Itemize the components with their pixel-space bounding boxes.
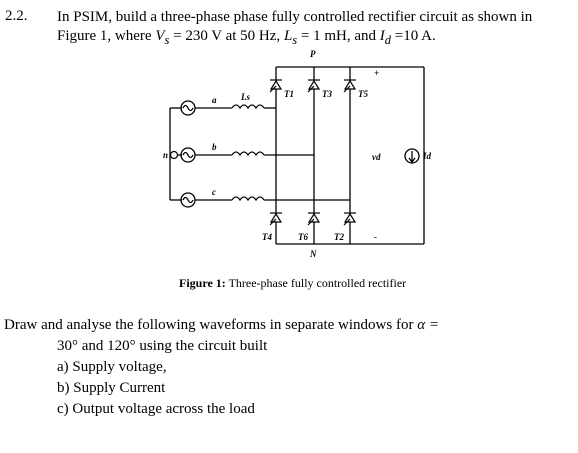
task-block: Draw and analyse the following waveforms… (4, 315, 574, 420)
t3-label: T3 (322, 89, 332, 99)
vs-value: = 230 V at 50 Hz, (169, 28, 284, 44)
ls-subscript: s (292, 33, 298, 47)
question-intro: In PSIM, build a three-phase phase fully… (57, 9, 533, 44)
alpha-symbol: α = (417, 317, 439, 333)
caption-text: Three-phase fully controlled rectifier (225, 276, 407, 290)
task-item-b: b) Supply Current (57, 380, 166, 396)
phase-a-label: a (212, 95, 217, 105)
plus-sign: + (374, 68, 379, 78)
caption-label: Figure 1: (179, 276, 226, 290)
node-p-label: P (310, 49, 316, 59)
rectifier-circuit-diagram: P N n a b c Ls T1 T3 T5 T4 T6 T2 vd Id +… (163, 49, 432, 259)
ls-symbol: L (283, 28, 293, 44)
ls-value: = 1 mH, and (297, 28, 380, 44)
t2-label: T2 (334, 232, 344, 242)
t1-label: T1 (284, 89, 294, 99)
task-line-1-text: Draw and analyse the following waveforms… (4, 317, 418, 333)
t6-label: T6 (298, 232, 308, 242)
node-n-label: N (309, 249, 317, 259)
id-value: =10 A. (391, 28, 436, 44)
task-item-c: c) Output voltage across the load (57, 401, 255, 417)
id-symbol: I (379, 28, 385, 44)
minus-sign: - (374, 232, 377, 242)
task-item-a: a) Supply voltage, (57, 359, 167, 375)
question-number: 2.2. (5, 8, 28, 24)
t4-label: T4 (262, 232, 272, 242)
task-line-1: Draw and analyse the following waveforms… (4, 315, 574, 336)
inductor-label: Ls (240, 92, 250, 102)
vs-subscript: s (164, 33, 170, 47)
t5-label: T5 (358, 89, 368, 99)
task-line-2: 30° and 120° using the circuit built (57, 338, 268, 354)
id-subscript: d (384, 33, 392, 47)
neutral-label: n (163, 150, 168, 160)
vd-label: vd (372, 152, 381, 162)
id-label: Id (422, 151, 432, 161)
question-text: In PSIM, build a three-phase phase fully… (57, 8, 572, 50)
vs-symbol: V (155, 28, 165, 44)
figure-caption: Figure 1: Three-phase fully controlled r… (179, 276, 406, 291)
phase-b-label: b (212, 142, 217, 152)
phase-c-label: c (212, 187, 216, 197)
